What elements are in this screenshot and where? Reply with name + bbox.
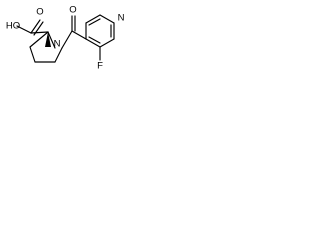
- bond-py-3: [99, 14, 115, 24]
- atom-label-carboxyl-o: O: [36, 7, 43, 18]
- bond-ring-top-left: [29, 31, 49, 48]
- bond-py-inner-1: [88, 18, 101, 26]
- bond-ca-cb: [30, 31, 49, 34]
- bond-py-5: [99, 38, 115, 48]
- molecule-structure: HO O O N N F: [6, 5, 125, 72]
- atom-label-pyrrolidine-n: N: [54, 39, 61, 50]
- bond-py-6: [85, 38, 101, 48]
- atom-label-fluorine: F: [97, 61, 103, 72]
- bond-ring-left: [29, 46, 36, 63]
- atom-label-ho: HO: [6, 21, 20, 32]
- molecule-canvas: HO O O N N F: [0, 0, 134, 75]
- bond-py-inner-3: [88, 36, 101, 44]
- bond-amide-aryl: [71, 30, 87, 40]
- atom-label-pyridine-n: N: [118, 13, 125, 24]
- bond-py-2: [85, 14, 101, 24]
- bond-n-carbonyl: [61, 30, 73, 49]
- bond-ring-bottom-right: [54, 47, 63, 63]
- stereo-wedge-bond: [45, 32, 51, 47]
- bond-ca-cring: [47, 31, 56, 49]
- bond-c-o-upper: [30, 19, 41, 34]
- bond-c-oh: [16, 25, 32, 34]
- atom-label-amide-o: O: [69, 5, 76, 16]
